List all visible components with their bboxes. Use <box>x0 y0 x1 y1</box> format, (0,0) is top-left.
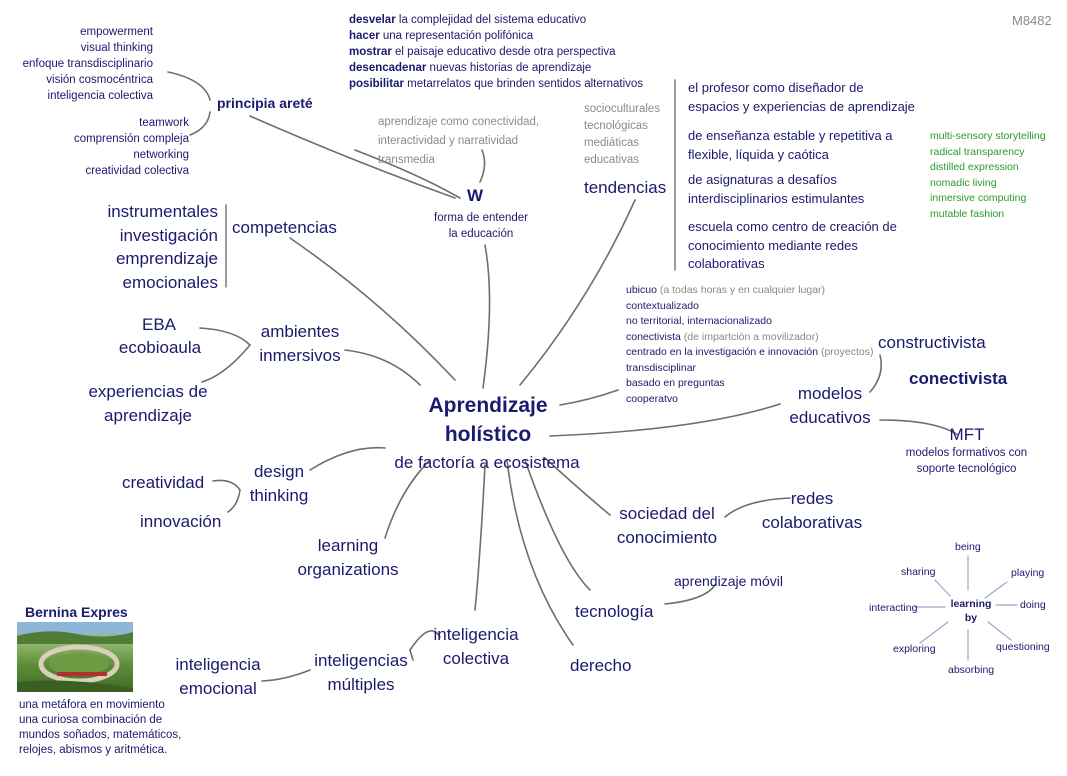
principia-items-bottom: teamwork comprensión compleja networking… <box>74 115 189 179</box>
list-item: visual thinking <box>80 42 153 54</box>
constructivista-label: constructivista <box>878 333 986 352</box>
list-item: ubicuo (a todas horas y en cualquier lug… <box>626 284 826 296</box>
competencias-items: instrumentales investigación emprendizaj… <box>107 202 218 292</box>
bernina-title: Bernina Expres <box>25 604 128 620</box>
conectivista-label: conectivista <box>909 369 1008 388</box>
list-item: contextualizado <box>626 299 699 312</box>
list-item: visión cosmocéntrica <box>46 74 153 86</box>
innovacion-label: innovación <box>140 512 222 531</box>
list-item: networking <box>133 149 189 161</box>
learning-by-questioning: questioning <box>996 641 1050 653</box>
features-list: ubicuo (a todas horas y en cualquier lug… <box>626 283 873 407</box>
list-item: desencadenar nuevas historias de aprendi… <box>349 62 592 74</box>
list-item: creatividad colectiva <box>85 165 189 177</box>
learning-by-sharing: sharing <box>901 566 936 578</box>
principia-title: principia areté <box>217 95 313 111</box>
list-item: empowerment <box>80 26 153 38</box>
list-item: no territorial, internacionalizado <box>626 315 772 327</box>
list-item: enfoque transdisciplinario <box>22 58 153 70</box>
list-item: mostrar el paisaje educativo desde otra … <box>349 46 616 58</box>
list-item: transdisciplinar <box>626 361 697 374</box>
mft-label: MFT <box>949 425 985 444</box>
list-item: teamwork <box>139 117 189 129</box>
derecho-label: derecho <box>570 656 632 675</box>
ecobioaula-label: ecobioaula <box>118 338 202 357</box>
w-subtitle: forma de entender la educación <box>434 212 528 240</box>
principia-items-top: empowerment visual thinking enfoque tran… <box>23 24 153 104</box>
w-verbs-list: desvelar la complejidad del sistema educ… <box>349 12 643 92</box>
learning-by-interacting: interacting <box>869 602 918 614</box>
tendencias-types: socioculturales tecnológicas mediáticas … <box>584 103 661 166</box>
list-item: inteligencia colectiva <box>47 90 153 102</box>
center-subtitle: de factoría a ecosistema <box>394 453 580 472</box>
eba-label: EBA <box>141 315 177 334</box>
competencias-title: competencias <box>232 218 337 237</box>
green-trends-list: multi-sensory storytelling radical trans… <box>930 130 1046 220</box>
w-title: W <box>467 186 484 205</box>
learning-by-absorbing: absorbing <box>948 664 995 676</box>
list-item: centrado en la investigación e innovació… <box>626 346 874 358</box>
tendencias-title: tendencias <box>584 178 667 197</box>
list-item: basado en preguntas <box>626 377 725 389</box>
learning-by-being: being <box>955 541 981 553</box>
list-item: conectivista (de impartción a movilizado… <box>626 330 819 343</box>
list-item: posibilitar metarrelatos que brinden sen… <box>349 78 644 90</box>
bernina-train-photo <box>17 622 133 692</box>
map-id-label: M8482 <box>1012 13 1052 28</box>
tecnologia-title: tecnología <box>575 602 654 621</box>
creatividad-label: creatividad <box>122 473 205 492</box>
learning-by-playing: playing <box>1011 567 1045 579</box>
list-item: hacer una representación polifónica <box>349 30 534 42</box>
learning-by-exploring: exploring <box>893 643 936 655</box>
aprendizaje-movil-label: aprendizaje móvil <box>674 573 783 589</box>
list-item: cooperatvo <box>626 392 678 405</box>
w-transmedia: aprendizaje como conectividad, interacti… <box>378 116 540 166</box>
list-item: desvelar la complejidad del sistema educ… <box>349 14 587 26</box>
bernina-description: una metáfora en movimiento una curiosa c… <box>19 699 182 756</box>
list-item: comprensión compleja <box>73 133 189 145</box>
learning-by-doing: doing <box>1020 599 1046 611</box>
